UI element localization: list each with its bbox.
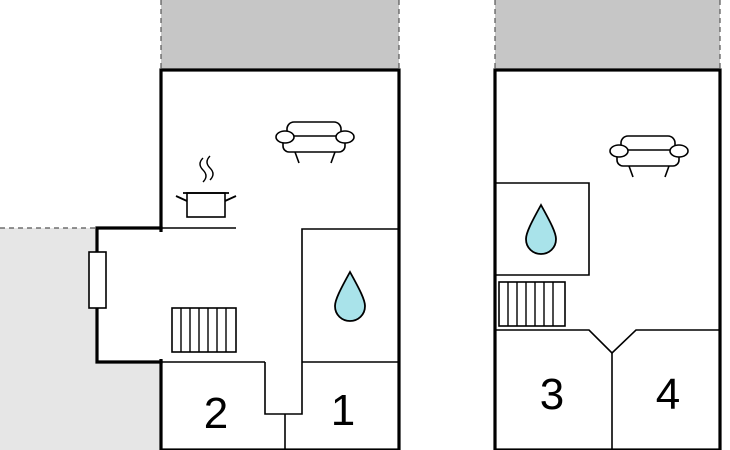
water-drop-icon — [334, 270, 366, 322]
right-floor-walls — [493, 68, 722, 450]
stairs-icon — [498, 281, 566, 327]
water-drop-icon — [525, 203, 557, 255]
radiator-icon — [88, 251, 107, 309]
room-label-1: 1 — [331, 386, 355, 435]
outdoor-area-left-top — [160, 0, 400, 70]
cooking-pot-icon — [175, 155, 237, 218]
stairs-icon — [171, 307, 237, 353]
sofa-icon — [275, 121, 355, 164]
room-label-4: 4 — [656, 370, 680, 419]
room-label-2: 2 — [204, 389, 228, 438]
sofa-icon — [609, 135, 689, 178]
outdoor-area-right-top — [494, 0, 721, 70]
room-label-3: 3 — [540, 370, 564, 419]
